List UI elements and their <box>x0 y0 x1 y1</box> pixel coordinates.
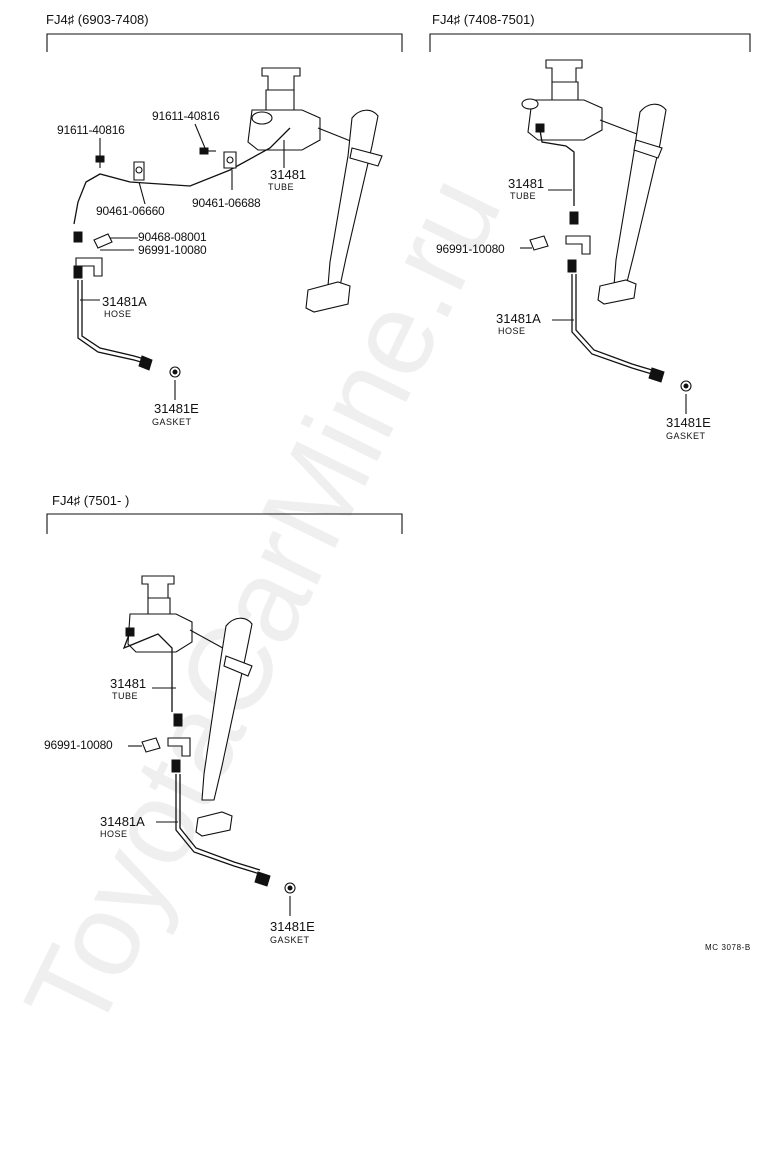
label-gasket-sub-2: GASKET <box>666 431 706 441</box>
tube-2 <box>539 129 575 206</box>
hose-3 <box>175 774 261 875</box>
section-3-header: FJ4♯ (7501- ) <box>52 493 129 508</box>
master-cylinder-1 <box>247 67 359 151</box>
clutch-pedal-2 <box>597 103 667 305</box>
label-gasket-no-2: 31481E <box>666 415 711 430</box>
tube-3 <box>122 631 173 712</box>
hose-2 <box>571 274 653 375</box>
hose-fitting-1 <box>138 355 153 371</box>
label-96991-10080-c: 96991-10080 <box>44 738 113 752</box>
label-tube-sub-3: TUBE <box>112 691 138 701</box>
bracket-2 <box>565 235 591 255</box>
master-cylinder-2 <box>521 59 643 141</box>
section-1-bracket <box>46 33 403 52</box>
label-tube-no-3: 31481 <box>110 676 146 691</box>
label-tube-sub-2: TUBE <box>510 191 536 201</box>
section-2: FJ4♯ (7408-7501) 31481 TUBE <box>429 12 751 441</box>
label-gasket-sub-1: GASKET <box>152 417 192 427</box>
section-1-header: FJ4♯ (6903-7408) <box>46 12 149 27</box>
label-hose-no-2: 31481A <box>496 311 541 326</box>
hose-fitting-3 <box>254 871 271 887</box>
label-hose-sub-3: HOSE <box>100 829 128 839</box>
label-90461-06660: 90461-06660 <box>96 204 165 218</box>
figure-ref: MC 3078-B <box>705 943 751 952</box>
label-90461-06688: 90461-06688 <box>192 196 261 210</box>
section-1: FJ4♯ (6903-7408) <box>46 12 403 427</box>
bolt-91611-a <box>95 155 105 168</box>
label-tube-no-2: 31481 <box>508 176 544 191</box>
section-2-header: FJ4♯ (7408-7501) <box>432 12 535 27</box>
bracket-3 <box>167 737 191 757</box>
tube-1 <box>73 127 291 225</box>
section-3: FJ4♯ (7501- ) 31481 TUBE 969 <box>44 493 403 945</box>
label-96991-10080-a: 96991-10080 <box>138 243 207 257</box>
clip-3 <box>141 737 161 753</box>
clutch-pedal-3 <box>195 617 253 837</box>
label-hose-sub-2: HOSE <box>498 326 526 336</box>
label-gasket-sub-3: GASKET <box>270 935 310 945</box>
union-1 <box>73 231 113 279</box>
section-2-bracket <box>429 33 751 52</box>
clutch-pedal-1 <box>305 109 383 313</box>
hose-fitting-2 <box>648 367 665 383</box>
clip-2 <box>529 235 549 251</box>
clamp-90461-06660 <box>133 161 145 181</box>
label-hose-no-1: 31481A <box>102 294 147 309</box>
section-3-bracket <box>46 513 403 534</box>
master-cylinder-3 <box>127 575 231 653</box>
label-hose-sub-1: HOSE <box>104 309 132 319</box>
label-hose-no-3: 31481A <box>100 814 145 829</box>
label-gasket-no-3: 31481E <box>270 919 315 934</box>
label-91611-40816-a: 91611-40816 <box>57 123 125 137</box>
label-90468-08001: 90468-08001 <box>138 230 207 244</box>
label-tube-no-1: 31481 <box>270 167 306 182</box>
label-gasket-no-1: 31481E <box>154 401 199 416</box>
hose-1 <box>77 280 149 365</box>
label-tube-sub-1: TUBE <box>268 182 294 192</box>
label-96991-10080-b: 96991-10080 <box>436 242 505 256</box>
label-91611-40816-b: 91611-40816 <box>152 109 220 123</box>
clamp-90461-06688 <box>223 151 237 169</box>
watermark: ToyotaCarMine.ru <box>0 157 527 1052</box>
bolt-91611-b <box>199 147 216 155</box>
